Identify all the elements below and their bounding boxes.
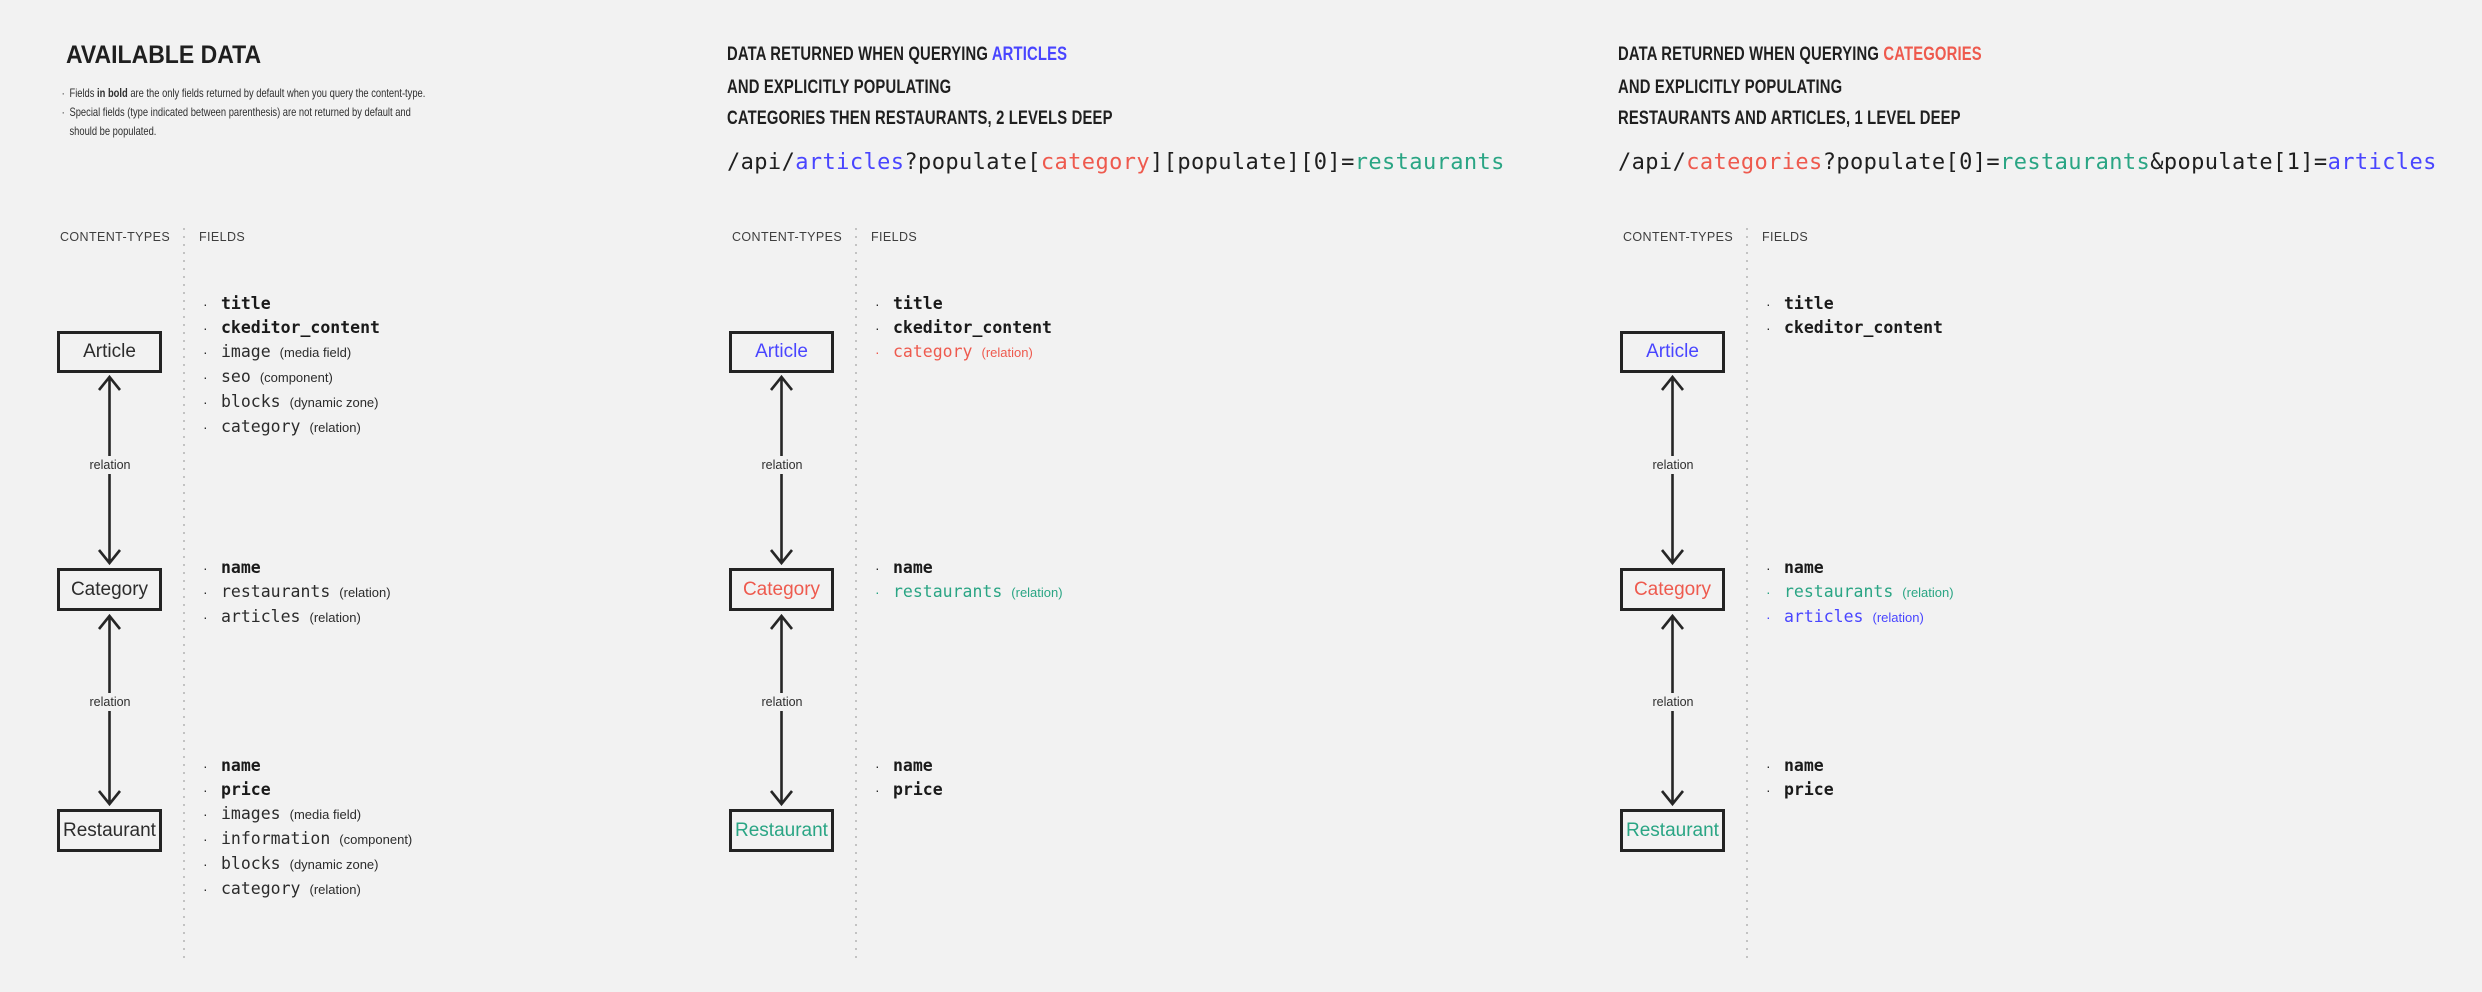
box-label: Category [742, 578, 821, 600]
box-label: Restaurant [735, 819, 828, 841]
content-types-label: CONTENT-TYPES [732, 230, 843, 244]
page-title: AVAILABLE DATA [66, 41, 262, 69]
panel-query-categories: DATA RETURNED WHEN QUERYING CATEGORIES A… [1618, 0, 2478, 992]
field-item: ·ckeditor_content [875, 318, 1052, 337]
fields-list-restaurant: ·name ·price ·images(media field) ·informat… [203, 754, 663, 902]
box-label: Restaurant [1626, 819, 1719, 841]
relation-label: relation [756, 693, 808, 711]
heading-line: RESTAURANTS AND ARTICLES, 1 LEVEL DEEP [1618, 108, 1961, 129]
heading-line: AND EXPLICITLY POPULATING [727, 77, 952, 98]
relation-label: relation [756, 456, 808, 474]
content-type-box-restaurant: Restaurant [729, 809, 834, 852]
box-label: Article [83, 341, 136, 362]
heading-line: AND EXPLICITLY POPULATING [1618, 77, 1843, 98]
field-item: ·name [875, 756, 933, 775]
box-label: Category [1633, 578, 1712, 600]
field-item: ·images(media field) [203, 804, 362, 823]
field-item: ·articles(relation) [1766, 607, 1924, 626]
field-item: ·price [1766, 780, 1834, 799]
heading-line: DATA RETURNED WHEN QUERYING CATEGORIES [1618, 44, 1982, 65]
field-item: ·category(relation) [875, 342, 1033, 361]
field-item: ·name [203, 756, 261, 775]
content-type-box-category: Category [729, 568, 834, 611]
field-item: ·restaurants(relation) [875, 582, 1063, 601]
field-item: ·price [875, 780, 943, 799]
relation-label: relation [1647, 456, 1699, 474]
field-item: ·name [875, 558, 933, 577]
field-item: ·restaurants(relation) [203, 582, 391, 601]
field-item: ·blocks(dynamic zone) [203, 854, 379, 873]
column-separator [855, 228, 857, 958]
field-item: ·information(component) [203, 829, 413, 848]
field-item: ·ckeditor_content [1766, 318, 1943, 337]
box-label: Article [1646, 341, 1699, 362]
fields-list-restaurant: ·name ·price [1766, 754, 2226, 802]
content-type-box-category: Category [57, 568, 162, 611]
fields-label: FIELDS [1762, 230, 1809, 244]
content-type-box-article: Article [1620, 331, 1725, 373]
field-item: ·restaurants(relation) [1766, 582, 1954, 601]
fields-list-article: ·title ·ckeditor_content [1766, 292, 2226, 340]
note-item: ·Special fields (type indicated between … [61, 105, 411, 138]
fields-label: FIELDS [199, 230, 246, 244]
content-types-label: CONTENT-TYPES [60, 230, 171, 244]
notes-list: ·Fields in bold are the only fields retu… [57, 84, 439, 141]
relation-label: relation [84, 693, 136, 711]
content-type-box-article: Article [57, 331, 162, 373]
heading-line: DATA RETURNED WHEN QUERYING ARTICLES [727, 44, 1068, 65]
content-types-label: CONTENT-TYPES [1623, 230, 1734, 244]
column-separator [1746, 228, 1748, 958]
api-query: /api/categories?populate[0]=restaurants&… [1618, 150, 2437, 175]
heading-line: CATEGORIES THEN RESTAURANTS, 2 LEVELS DE… [727, 108, 1113, 129]
box-label: Article [755, 341, 808, 362]
fields-list-article: ·title ·ckeditor_content ·category(relatio… [875, 292, 1335, 365]
field-item: ·seo(component) [203, 367, 333, 386]
field-item: ·title [1766, 294, 1834, 313]
content-type-box-restaurant: Restaurant [57, 809, 162, 852]
api-query: /api/articles?populate[category][populat… [727, 150, 1505, 175]
field-item: ·ckeditor_content [203, 318, 380, 337]
field-item: ·blocks(dynamic zone) [203, 392, 379, 411]
fields-list-article: ·title ·ckeditor_content ·image(media fiel… [203, 292, 663, 440]
relation-label: relation [84, 456, 136, 474]
panel-available-data: AVAILABLE DATA ·Fields in bold are the o… [55, 0, 720, 992]
content-type-box-article: Article [729, 331, 834, 373]
box-label: Restaurant [63, 819, 156, 841]
fields-list-category: ·name ·restaurants(relation) [875, 556, 1335, 605]
box-label: Category [70, 578, 149, 600]
field-item: ·name [1766, 558, 1824, 577]
content-type-box-restaurant: Restaurant [1620, 809, 1725, 852]
field-item: ·articles(relation) [203, 607, 361, 626]
relation-label: relation [1647, 693, 1699, 711]
field-item: ·category(relation) [203, 879, 361, 898]
column-separator [183, 228, 185, 958]
fields-label: FIELDS [871, 230, 918, 244]
field-item: ·price [203, 780, 271, 799]
content-type-box-category: Category [1620, 568, 1725, 611]
field-item: ·name [1766, 756, 1824, 775]
fields-list-category: ·name ·restaurants(relation) ·articles(rel… [203, 556, 663, 630]
field-item: ·category(relation) [203, 417, 361, 436]
field-item: ·image(media field) [203, 342, 352, 361]
note-item: ·Fields in bold are the only fields retu… [61, 86, 426, 100]
fields-list-category: ·name ·restaurants(relation) ·articles(rel… [1766, 556, 2226, 630]
field-item: ·title [203, 294, 271, 313]
fields-list-restaurant: ·name ·price [875, 754, 1335, 802]
field-item: ·name [203, 558, 261, 577]
panel-query-articles: DATA RETURNED WHEN QUERYING ARTICLES AND… [727, 0, 1612, 992]
field-item: ·title [875, 294, 943, 313]
